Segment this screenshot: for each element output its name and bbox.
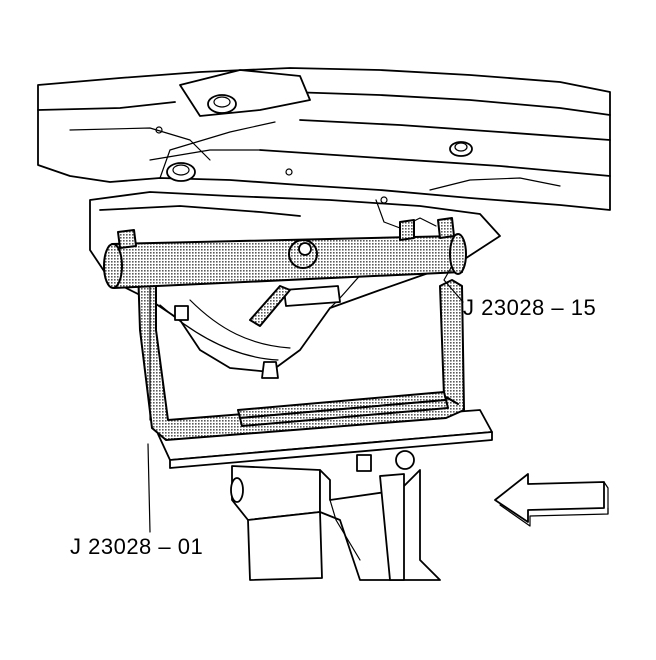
- arrow-left-icon: [494, 473, 609, 527]
- bolt-head-2: [166, 162, 196, 182]
- callout-j23028-15: J 23028 – 15: [463, 295, 597, 320]
- jack-base: [157, 409, 493, 581]
- callout-j23028-01: J 23028 – 01: [70, 534, 204, 559]
- vehicle-frame: [37, 67, 611, 211]
- bolt-head-3: [449, 141, 473, 157]
- leader-lines: [147, 265, 464, 533]
- leader-j23028-15: [443, 265, 464, 303]
- leader-j23028-01: [147, 443, 151, 533]
- bolt-head-1: [207, 94, 237, 114]
- tool-j23028-15-bar: [103, 217, 467, 327]
- tool-j23028-01-cradle: [137, 267, 465, 441]
